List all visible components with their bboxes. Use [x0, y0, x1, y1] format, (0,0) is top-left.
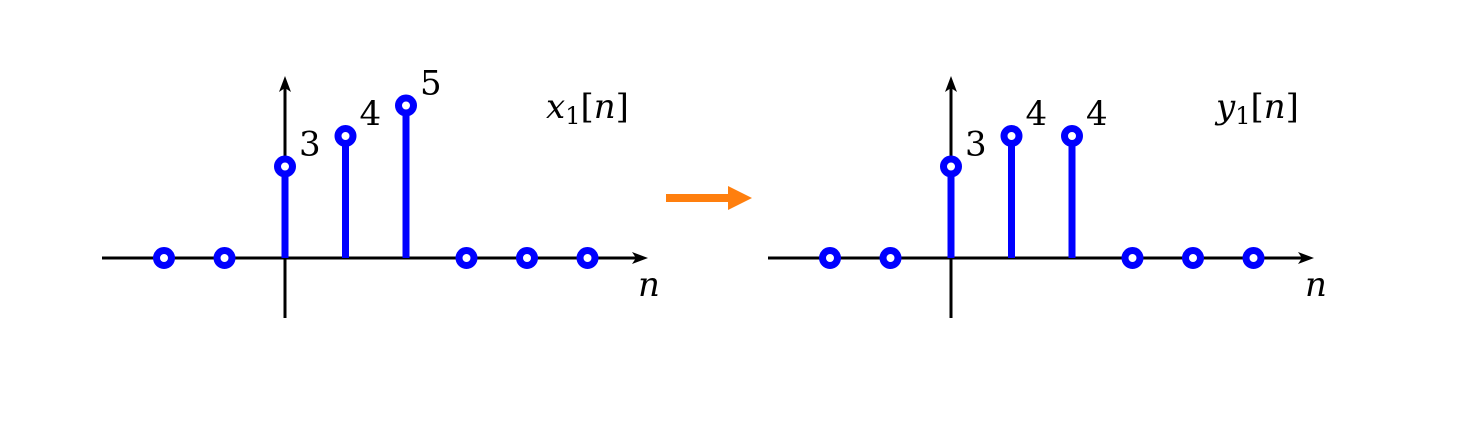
stem-marker [576, 247, 599, 269]
stem-marker [879, 247, 902, 269]
value-label: 5 [420, 64, 442, 104]
stem-marker [940, 155, 962, 178]
x-axis-arrow-icon [1298, 252, 1314, 264]
stem-marker [153, 247, 175, 269]
x-axis-label: n [638, 265, 660, 305]
value-label: 4 [360, 94, 382, 134]
stem-plot-x1: n x1[n] 345 [102, 64, 660, 318]
stems [819, 125, 1265, 269]
stem-marker [455, 247, 478, 269]
stem-marker [1121, 247, 1144, 269]
stem-marker [395, 94, 417, 117]
stem-marker [1242, 247, 1265, 269]
x-axis-arrow-icon [632, 252, 648, 264]
signal-label: x1[n] [546, 87, 629, 130]
stem-marker [1182, 247, 1204, 269]
stem-marker [1061, 125, 1083, 147]
transform-arrow-icon [666, 186, 752, 210]
value-label: 4 [1026, 94, 1048, 134]
stem-marker [213, 247, 236, 269]
x-axis-label: n [1305, 265, 1327, 305]
stem-marker [1000, 125, 1023, 147]
stem-marker [334, 125, 357, 147]
value-label: 3 [965, 125, 987, 165]
y-axis-arrow-icon [279, 76, 291, 92]
value-labels: 345 [299, 64, 442, 165]
value-label: 4 [1086, 94, 1108, 134]
value-label: 3 [299, 125, 321, 165]
y-axis-arrow-icon [945, 76, 957, 92]
stem-marker [516, 247, 538, 269]
stems [153, 94, 599, 269]
stem-marker [819, 247, 841, 269]
stem-marker [274, 155, 296, 178]
signal-label: y1[n] [1214, 87, 1299, 130]
